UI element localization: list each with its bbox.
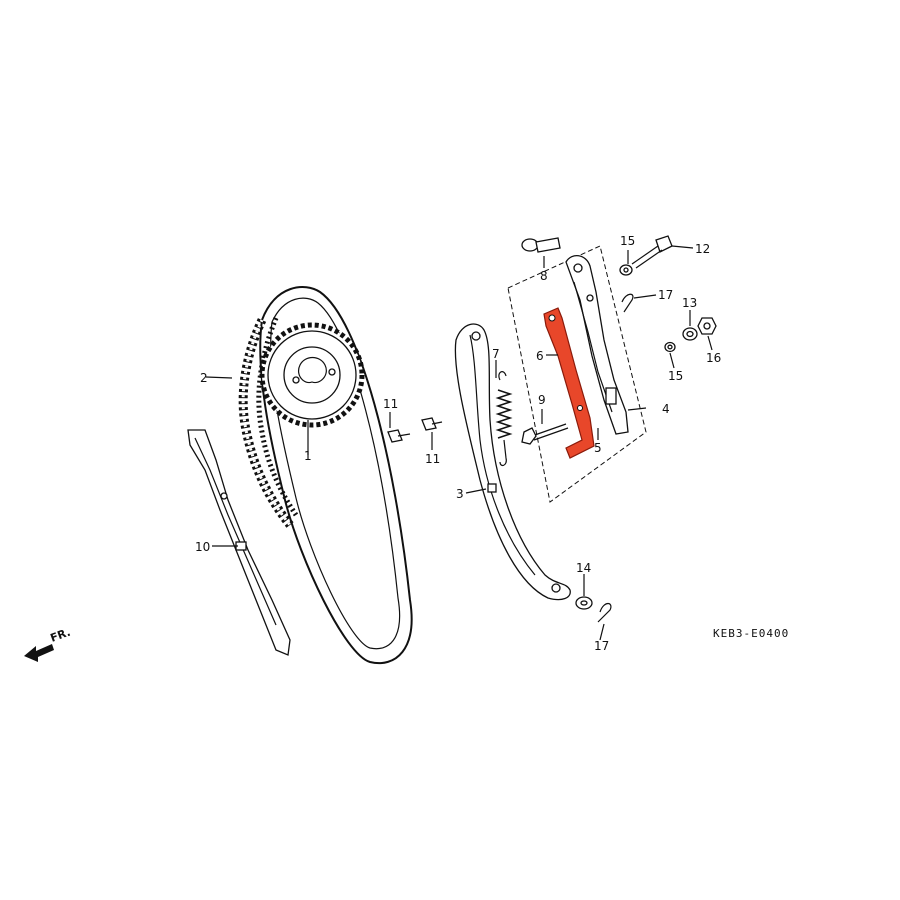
part-label: 14 <box>576 561 591 575</box>
part-label: 16 <box>706 351 721 365</box>
cam-sprocket <box>259 322 365 428</box>
front-arrow-icon <box>24 644 54 662</box>
nut-16 <box>697 317 717 335</box>
washer-15-top <box>619 264 633 276</box>
chain-guide <box>187 429 291 656</box>
spring <box>495 371 513 467</box>
washer-15-bottom <box>664 341 676 353</box>
chain-links <box>238 317 299 528</box>
clip-17-bottom <box>597 602 612 623</box>
diagram-code: KEB3-E0400 <box>713 627 789 640</box>
part-label: 6 <box>536 349 544 363</box>
bolt-11-right <box>421 417 443 431</box>
part-label: 12 <box>695 242 710 256</box>
part-label: 5 <box>594 441 602 455</box>
washer-13 <box>682 327 698 341</box>
tensioner-bolt <box>521 423 569 445</box>
washer-14 <box>575 596 593 610</box>
bolt-11-left <box>387 429 411 443</box>
flange-bolt-12 <box>631 235 673 269</box>
part-label: 17 <box>594 639 609 653</box>
part-label: 10 <box>195 540 210 554</box>
part-label: 15 <box>668 369 683 383</box>
part-label: 2 <box>200 371 208 385</box>
pivot-pin <box>521 237 561 253</box>
tensioner-arm <box>454 323 571 601</box>
part-label: 7 <box>492 347 500 361</box>
leader-lines <box>205 245 713 641</box>
tensioner-bracket <box>565 255 629 435</box>
part-label: 4 <box>662 402 670 416</box>
clip-17-top <box>621 293 634 313</box>
part-label: 1 <box>304 449 312 463</box>
part-label: 11 <box>383 397 398 411</box>
part-label: 15 <box>620 234 635 248</box>
part-label: 13 <box>682 296 697 310</box>
part-label: 8 <box>540 269 548 283</box>
front-label: FR. <box>49 626 73 645</box>
part-label: 3 <box>456 487 464 501</box>
highlighted-tensioner-slider <box>543 307 595 459</box>
cam-chain-loop <box>259 286 413 665</box>
part-label: 11 <box>425 452 440 466</box>
part-label: 17 <box>658 288 673 302</box>
part-label: 9 <box>538 393 546 407</box>
